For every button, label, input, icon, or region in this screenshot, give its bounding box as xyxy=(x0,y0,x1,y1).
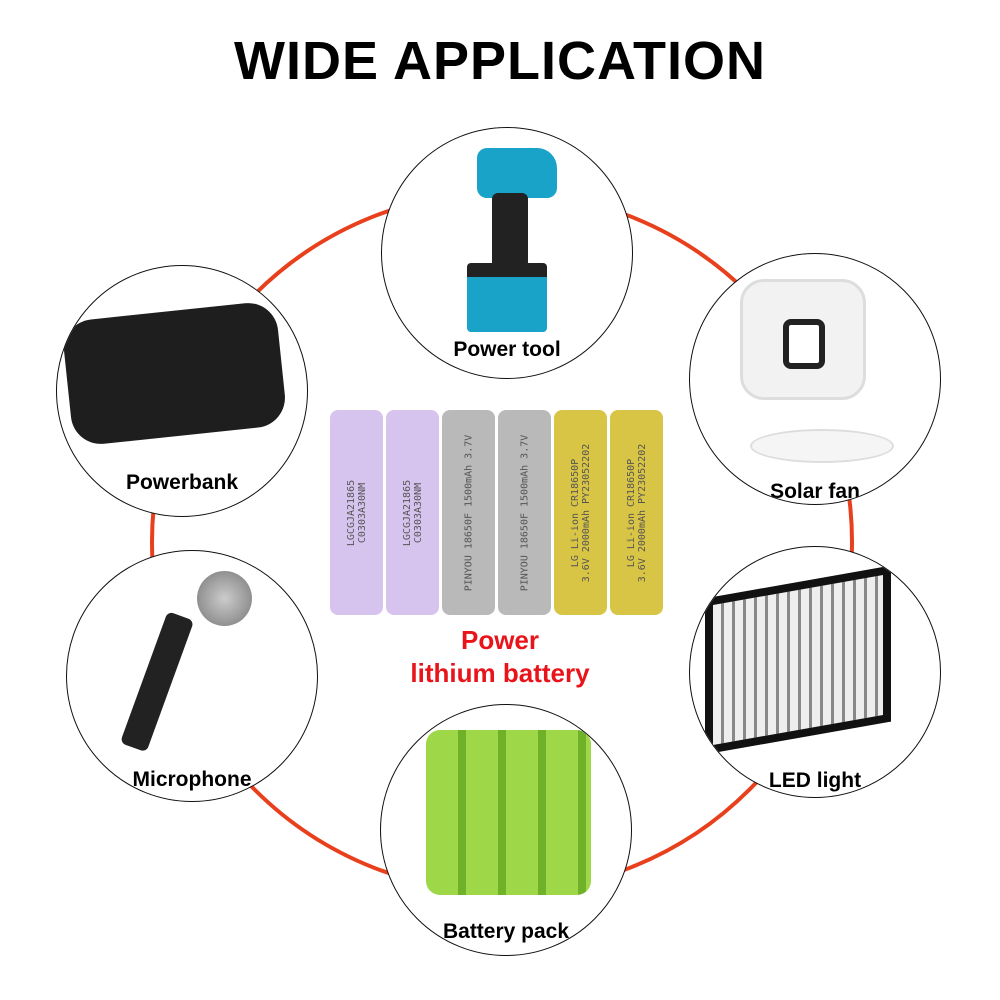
battery-cell-text: PINYOU 18650F 1500mAh 3.7V xyxy=(463,434,474,591)
battery-cell: PINYOU 18650F 1500mAh 3.7V xyxy=(498,410,551,615)
center-label: Power lithium battery xyxy=(350,624,650,690)
battery-cells: LGCGJA21865 C0303A30NM LGCGJA21865 C0303A… xyxy=(330,410,670,615)
battery-cell: LGCGJA21865 C0303A30NM xyxy=(330,410,383,615)
label: Battery pack xyxy=(442,920,570,943)
battery-cell: LG Li-ion CR18650P 3.6V 2000mAh PY230522… xyxy=(610,410,663,615)
battery-cell-text: PINYOU 18650F 1500mAh 3.7V xyxy=(519,434,530,591)
battery-cell: LGCGJA21865 C0303A30NM xyxy=(386,410,439,615)
label: Powerbank xyxy=(125,471,239,494)
app-powerbank: Powerbank xyxy=(56,265,308,517)
drill-image xyxy=(477,148,557,198)
fan-base xyxy=(750,429,894,463)
app-battery-pack: Battery pack xyxy=(380,704,632,956)
battery-cell: PINYOU 18650F 1500mAh 3.7V xyxy=(442,410,495,615)
app-solar-fan: Solar fan xyxy=(689,253,941,505)
label: Solar fan xyxy=(770,480,860,503)
fan-image xyxy=(740,279,866,400)
center-label-line1: Power xyxy=(460,625,540,655)
battery-cell-text: LG Li-ion CR18650P 3.6V 2000mAh PY230522… xyxy=(569,443,592,582)
battery-cell-text: LGCGJA21865 C0303A30NM xyxy=(401,479,424,546)
page-title: WIDE APPLICATION xyxy=(234,31,766,91)
microphone-image xyxy=(197,571,252,626)
label: Power tool xyxy=(453,338,561,361)
drill-battery xyxy=(467,263,547,332)
led-light-image xyxy=(705,565,891,755)
fan-hub xyxy=(783,319,825,369)
battery-pack-image xyxy=(426,730,591,895)
center-label-line2: lithium battery xyxy=(410,658,590,688)
app-power-tool: Power tool xyxy=(381,127,633,379)
drill-handle xyxy=(492,193,528,268)
battery-cell: LG Li-ion CR18650P 3.6V 2000mAh PY230522… xyxy=(554,410,607,615)
label: Microphone xyxy=(132,768,252,791)
app-led-light: LED light xyxy=(689,546,941,798)
label: LED light xyxy=(768,769,862,792)
battery-cell-text: LGCGJA21865 C0303A30NM xyxy=(345,479,368,546)
microphone-handle xyxy=(119,611,195,753)
battery-cell-text: LG Li-ion CR18650P 3.6V 2000mAh PY230522… xyxy=(625,443,648,582)
powerbank-image xyxy=(61,300,288,447)
app-microphone: Microphone xyxy=(66,550,318,802)
